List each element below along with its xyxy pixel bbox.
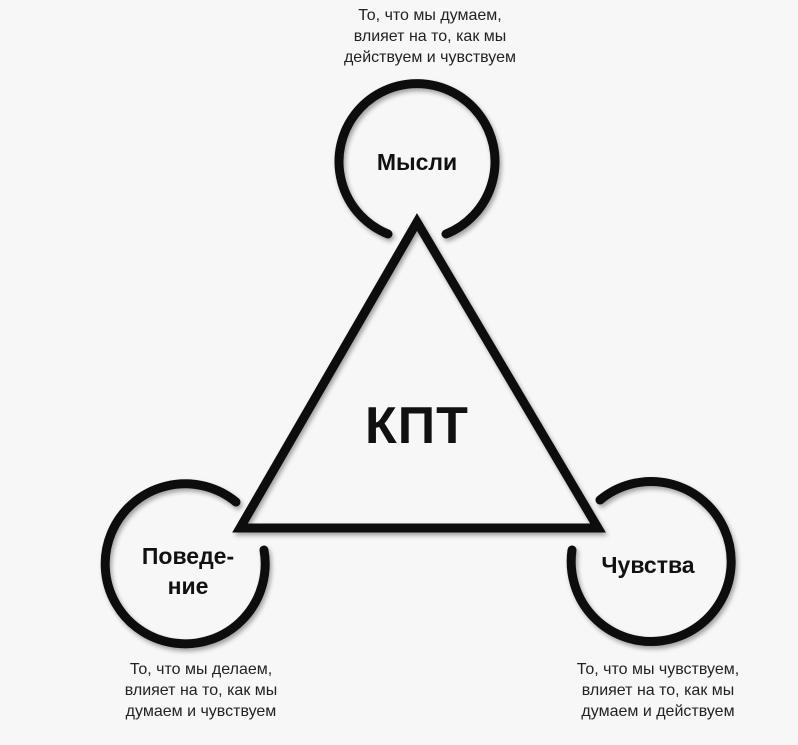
feelings-circle — [566, 477, 736, 646]
behavior-caption: То, что мы делаем, влияет на то, как мы … — [76, 659, 326, 722]
thoughts-label: Мысли — [376, 149, 458, 175]
cbt-center-label: КПТ — [365, 397, 469, 455]
cbt-triangle — [232, 213, 606, 533]
feelings-label: Чувства — [601, 552, 695, 578]
behavior-caption-line: влияет на то, как мы — [124, 682, 278, 699]
behavior-caption-line: думаем и чувствуем — [125, 703, 277, 720]
behavior-caption-line: То, что мы делаем, — [129, 661, 273, 678]
behavior-label-line: Поведе- — [141, 543, 235, 569]
thoughts-caption-line: действуем и чувствуем — [343, 49, 517, 66]
behavior-circle — [100, 479, 270, 649]
thoughts-caption-line: То, что мы думаем, — [358, 7, 502, 24]
behavior-label: Поведе- ние — [108, 541, 268, 601]
thoughts-circle — [334, 79, 500, 239]
thoughts-caption-line: влияет на то, как мы — [353, 28, 507, 45]
feelings-caption-line: То, что мы чувствуем, — [576, 661, 740, 678]
thoughts-caption: То, что мы думаем, влияет на то, как мы … — [300, 5, 560, 68]
behavior-label-line: ние — [167, 573, 209, 599]
feelings-caption-line: влияет на то, как мы — [581, 682, 735, 699]
feelings-caption: То, что мы чувствуем, влияет на то, как … — [528, 659, 788, 722]
feelings-caption-line: думаем и действуем — [581, 703, 735, 720]
